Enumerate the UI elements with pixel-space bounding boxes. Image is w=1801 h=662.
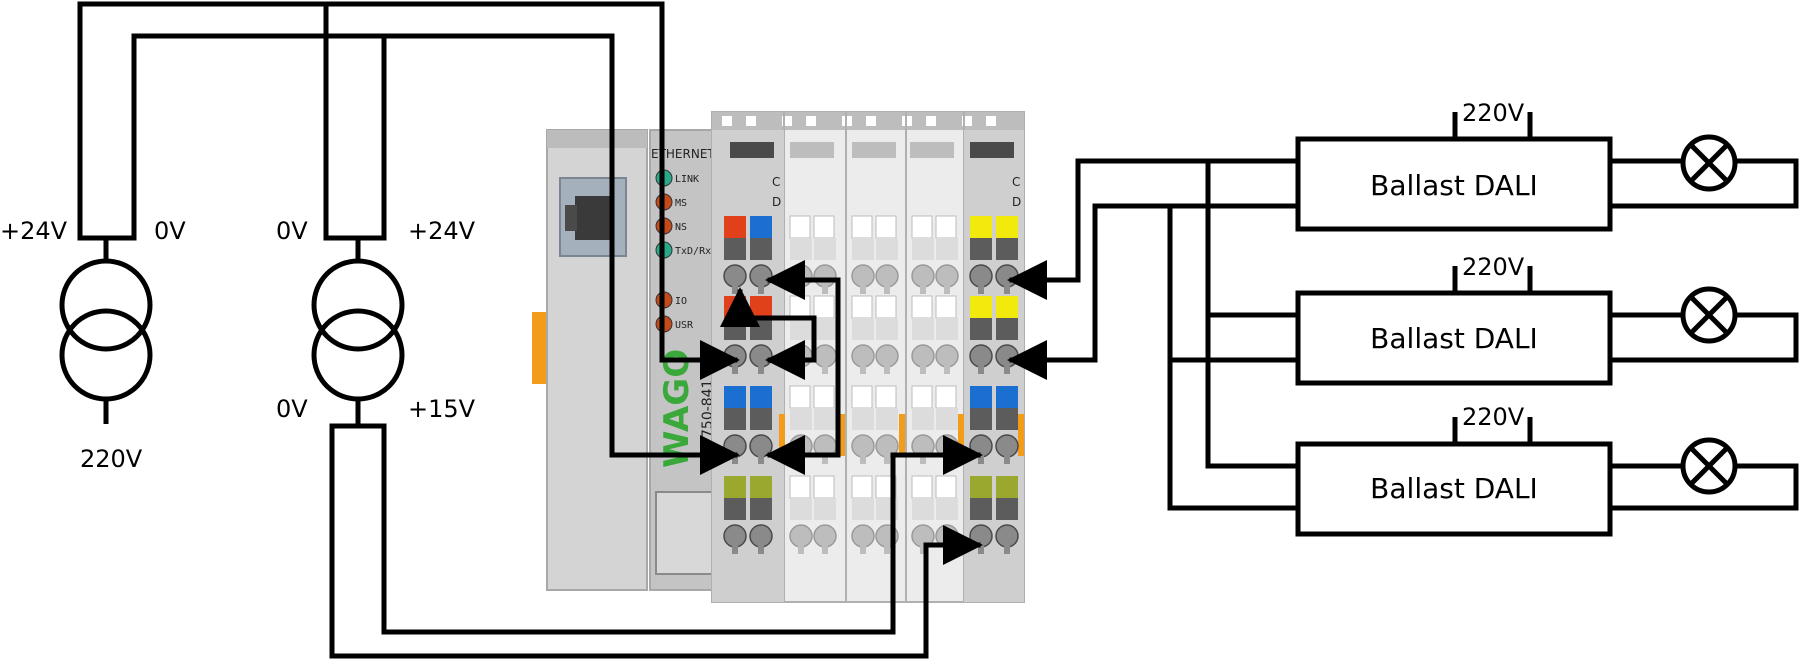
label-plus24v: +24V	[0, 217, 68, 245]
ballast-2: 220V Ballast DALI	[1295, 253, 1799, 386]
led-label: IO	[675, 296, 687, 307]
ballast-box	[1295, 441, 1613, 537]
wago-controller: ETHERNET LINK MS NS TxD/RxD IO USR WAGO …	[532, 111, 1025, 603]
label-220v: 220V	[80, 445, 143, 473]
orange-clip	[532, 312, 547, 384]
ethernet-label: ETHERNET	[651, 147, 715, 161]
led-label: MS	[675, 198, 687, 209]
module-letter: C	[772, 175, 780, 189]
label-0v: 0V	[154, 217, 186, 245]
ballast-1: 220V Ballast DALI	[1295, 99, 1799, 232]
label-0v-top: 0V	[276, 217, 308, 245]
ballast-supply-label: 220V	[1462, 403, 1525, 431]
lamp-icon	[1680, 134, 1738, 192]
led-label: LINK	[675, 174, 699, 185]
power-supply-right: 0V +24V 0V +15V	[276, 217, 476, 426]
ballast-label: Ballast DALI	[1370, 472, 1538, 505]
ballast-box	[1295, 290, 1613, 386]
label-plus15v: +15V	[408, 395, 476, 423]
led-label: NS	[675, 222, 687, 233]
label-0v-bottom: 0V	[276, 395, 308, 423]
wires	[77, 1, 1303, 659]
wago-logo: WAGO	[657, 349, 697, 468]
ballast-box	[1295, 136, 1613, 232]
power-supply-left: +24V 0V 220V	[0, 217, 186, 473]
module-letter: D	[1012, 195, 1021, 209]
ballast-3: 220V Ballast DALI	[1295, 403, 1799, 537]
ballast-label: Ballast DALI	[1370, 322, 1538, 355]
module-letter: C	[1012, 175, 1020, 189]
lamp-icon	[1680, 437, 1738, 495]
lamp-icon	[1680, 286, 1738, 344]
ballast-label: Ballast DALI	[1370, 169, 1538, 202]
ballast-supply-label: 220V	[1462, 99, 1525, 127]
ballast-supply-label: 220V	[1462, 253, 1525, 281]
module-letter: D	[772, 195, 781, 209]
led-label: USR	[675, 320, 694, 331]
led-label: TxD/RxD	[675, 246, 717, 257]
label-plus24v: +24V	[408, 217, 476, 245]
